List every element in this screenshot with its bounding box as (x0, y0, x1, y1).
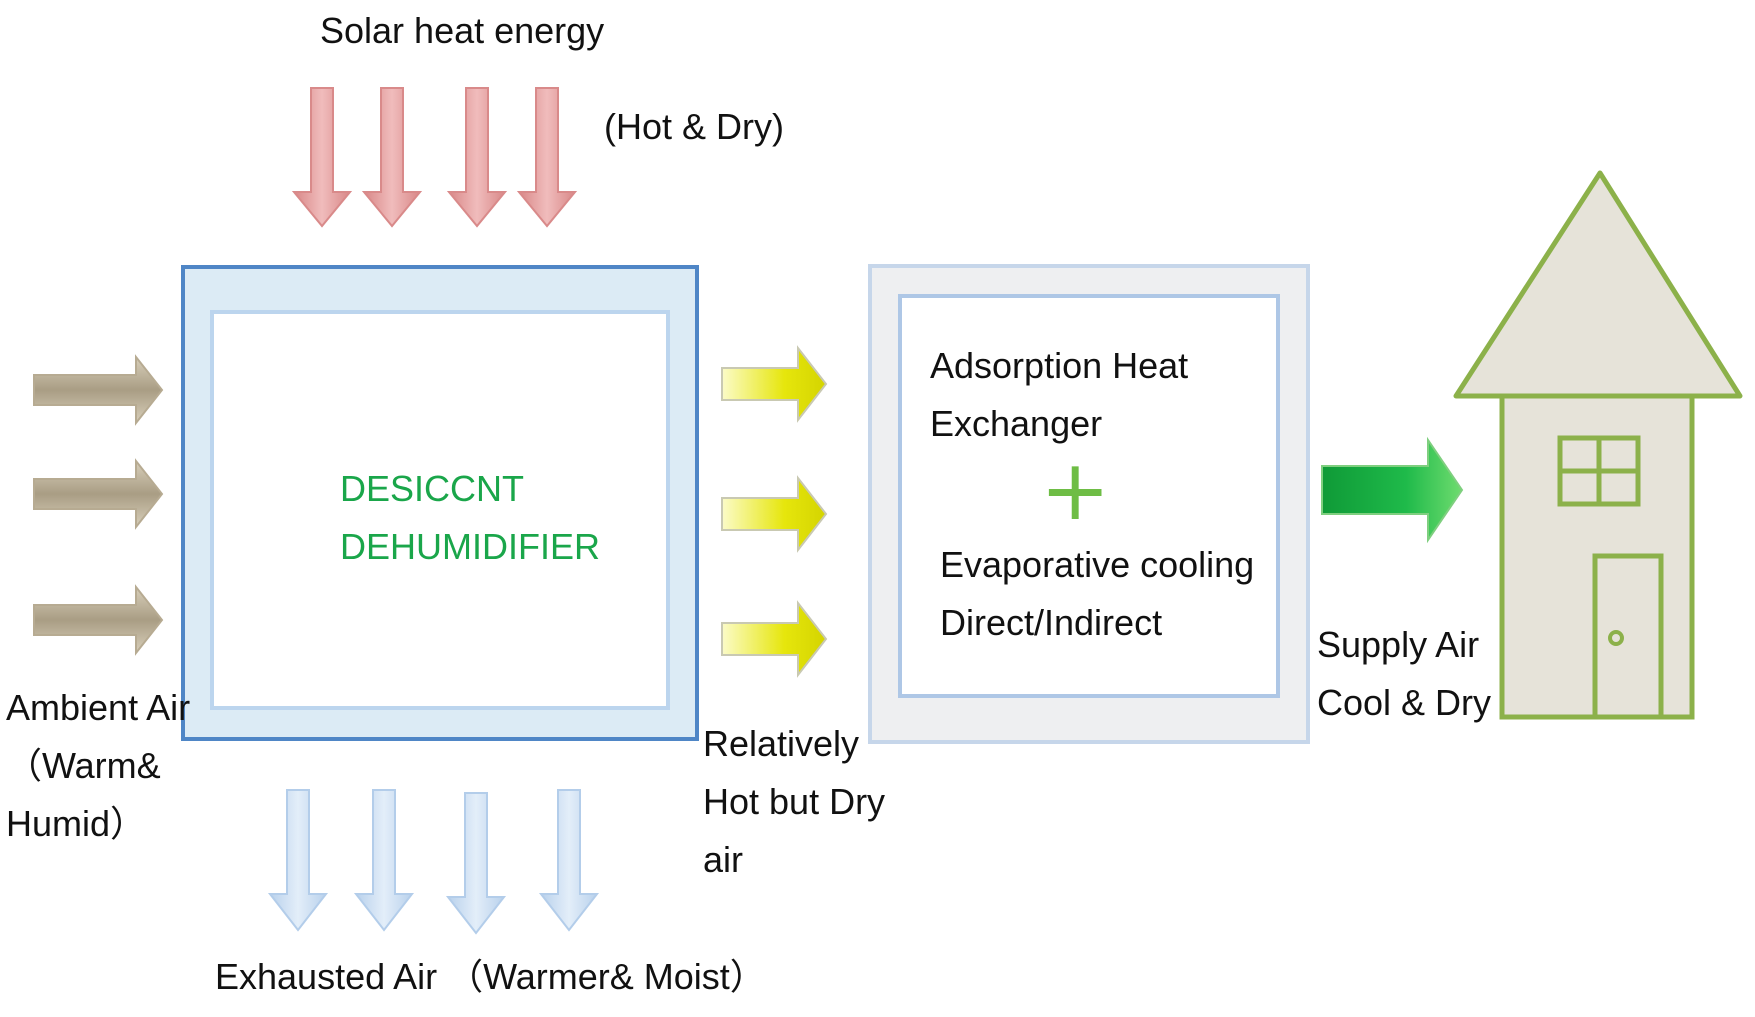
exhaust-arrow-4 (538, 789, 600, 932)
exchanger-label-line4: Direct/Indirect (940, 602, 1163, 643)
solar-arrow-2 (361, 87, 423, 228)
ambient-label-line1: Ambient Air (6, 687, 191, 728)
heat-exchanger-inner-box (898, 294, 1280, 698)
relative-label-line1: Relatively (703, 723, 860, 764)
exchanger-label-line1: Adsorption Heat (930, 345, 1189, 386)
ambient-arrow-2 (33, 458, 164, 530)
ambient-arrow-3 (33, 584, 164, 656)
supply-label-line2: Cool & Dry (1317, 682, 1492, 723)
exhaust-air-arrows (267, 789, 600, 935)
exchanger-label-line2: Exchanger (930, 403, 1103, 444)
solar-hot-dry-label: (Hot & Dry) (604, 106, 784, 147)
exchanger-label-line3: Evaporative cooling (940, 544, 1255, 585)
relative-label-line2: Hot but Dry (703, 781, 886, 822)
solar-arrow-4 (516, 87, 578, 228)
exhausted-air-label: Exhausted Air （Warmer& Moist） (215, 956, 766, 997)
solar-heat-arrows (291, 87, 578, 228)
desiccant-label-line1: DESICCNT (340, 468, 525, 509)
dry-air-arrows (721, 345, 828, 678)
solar-heat-label: Solar heat energy (320, 10, 605, 51)
supply-air-label: Supply Air Cool & Dry (1317, 616, 1491, 732)
relatively-hot-dry-label: Relatively Hot but Dry air (703, 715, 885, 889)
desiccant-dehumidifier-label: DESICCNT DEHUMIDIFIER (340, 460, 600, 576)
plus-sign: + (1040, 441, 1111, 539)
relative-label-line3: air (703, 839, 744, 880)
exhaust-arrow-1 (267, 789, 329, 932)
ambient-label-line2: （Warm& (6, 745, 161, 786)
ambient-air-arrows (33, 354, 164, 656)
dry-air-arrow-2 (721, 475, 828, 553)
ambient-label-line3: Humid） (6, 803, 147, 844)
ambient-air-label: Ambient Air （Warm& Humid） (6, 679, 190, 853)
door-icon (1592, 553, 1664, 720)
desiccant-dehumidifier-inner-box (210, 310, 670, 710)
window-icon (1557, 435, 1641, 507)
solar-arrow-3 (446, 87, 508, 228)
exhaust-arrow-2 (353, 789, 415, 932)
supply-air-arrow (1321, 436, 1464, 544)
solar-arrow-1 (291, 87, 353, 228)
ambient-arrow-1 (33, 354, 164, 426)
house-roof (1453, 170, 1743, 399)
dry-air-arrow-3 (721, 600, 828, 678)
house-icon (1453, 170, 1743, 720)
exhaust-arrow-3 (445, 792, 507, 935)
supply-label-line1: Supply Air (1317, 624, 1480, 665)
desiccant-label-line2: DEHUMIDIFIER (340, 526, 600, 567)
dry-air-arrow-1 (721, 345, 828, 423)
